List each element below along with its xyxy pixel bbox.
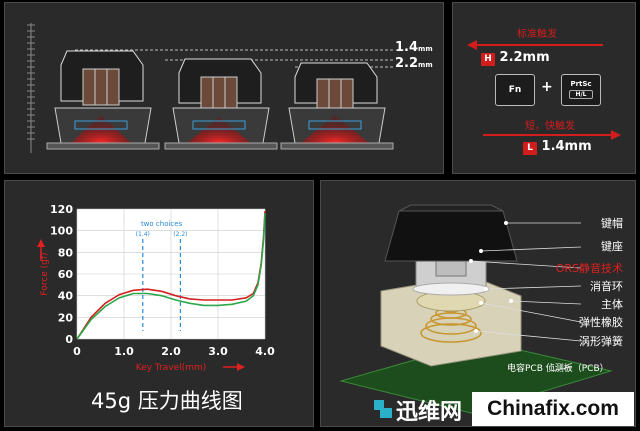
choice-label: (1.4) [136, 231, 150, 238]
switch-fully-pressed [280, 62, 394, 150]
part-label-damping-ring: 消音环 [590, 280, 623, 293]
watermark-en: Chinafix.com [472, 392, 634, 426]
plus-sign: + [541, 79, 553, 95]
y-tick-label: 100 [50, 225, 73, 238]
y-tick-label: 60 [58, 268, 74, 281]
damping-ring [412, 282, 490, 296]
switch-travel-panel: 1.4mm 2.2mm [4, 2, 444, 174]
force-curve-panel: (1.4) (2.2) 0 20 40 60 80 100 120 0 1.0 2.0 3.0 4.0… [4, 180, 314, 427]
fast-trigger-label: 短，快触发 [525, 121, 575, 132]
force-curve-chart: (1.4) (2.2) 0 20 40 60 80 100 120 0 1.0 2.0 3.0 4.0… [37, 203, 275, 373]
part-label-rubber: 弹性橡胶 [579, 316, 623, 329]
choice-label: (2.2) [173, 231, 187, 238]
x-axis-label: Key Travel(mm) [136, 363, 207, 373]
two-choices-annotation: two choices [141, 220, 183, 228]
l-value: 1.4mm [541, 139, 592, 154]
travel-low-value: 2.2 [395, 56, 419, 71]
y-tick-label: 80 [58, 246, 74, 259]
part-label-keycap: 键帽 [601, 217, 623, 230]
x-ticks: 0 1.0 2.0 3.0 4.0 [73, 345, 275, 358]
part-label-pcb: 电容PCB 侦测板（PCB） [507, 364, 609, 374]
travel-low-label: 2.2mm [395, 56, 433, 71]
y-tick-label: 0 [65, 333, 73, 346]
travel-high-value: 1.4 [395, 40, 419, 55]
fn-key: Fn [495, 74, 535, 106]
y-axis-label: Force (gf) [40, 252, 50, 295]
switch-cross-section-illustration [27, 23, 395, 153]
series-lines [76, 211, 266, 340]
x-tick-label: 0 [73, 345, 81, 358]
standard-trigger-label: 标准触发 [517, 29, 557, 40]
x-tick-label: 3.0 [208, 345, 228, 358]
part-label-spring: 涡形弹簧 [579, 335, 623, 348]
trigger-mode-panel: 标准触发 H 2.2mm Fn + PrtSc H/L 短，快触发 L 1.4m… [452, 2, 636, 174]
prtsc-key: PrtSc H/L [561, 74, 601, 106]
travel-low-unit: mm [418, 61, 433, 69]
h-mode-row: H 2.2mm [481, 50, 550, 66]
x-tick-label: 4.0 [255, 345, 275, 358]
y-tick-label: 20 [58, 311, 74, 324]
arrow-left-icon [467, 40, 477, 50]
travel-high-label: 1.4mm [395, 40, 433, 55]
switch-half-pressed [164, 58, 278, 150]
prtsc-label: PrtSc [570, 80, 592, 88]
switch-unpressed [46, 50, 160, 150]
l-badge: L [523, 142, 537, 155]
ruler [27, 23, 35, 153]
switch-parts-panel: 键帽 键座 ORS静音技术 消音环 主体 弹性橡胶 涡形弹簧 电容PCB 侦测板… [320, 180, 636, 427]
chart-caption: 45g 压力曲线图 [91, 389, 243, 413]
hl-label: H/L [569, 90, 593, 99]
watermark-cn: 迅维网 [396, 400, 463, 425]
l-mode-row: L 1.4mm [523, 139, 592, 155]
y-tick-label: 120 [50, 203, 73, 216]
x-tick-label: 1.0 [114, 345, 134, 358]
gridlines [76, 208, 266, 340]
arrow-right-icon [611, 130, 621, 140]
y-ticks: 0 20 40 60 80 100 120 [50, 203, 73, 346]
choice-lines: (1.4) (2.2) [136, 231, 188, 331]
watermark-logo: 迅维网 [368, 392, 472, 426]
conical-spring [420, 303, 482, 343]
trigger-arrows [467, 40, 621, 140]
exploded-switch-illustration [339, 204, 613, 414]
h-value: 2.2mm [499, 50, 550, 65]
series-line-2 [76, 213, 266, 340]
h-badge: H [481, 53, 495, 66]
part-label-stem: 键座 [601, 240, 623, 253]
x-tick-label: 2.0 [161, 345, 181, 358]
keycap [384, 210, 518, 262]
travel-high-unit: mm [418, 45, 433, 53]
part-label-body: 主体 [601, 298, 623, 311]
part-label-ors: ORS静音技术 [555, 262, 623, 275]
chinafix-logo-icon [374, 400, 392, 418]
y-tick-label: 40 [58, 290, 74, 303]
